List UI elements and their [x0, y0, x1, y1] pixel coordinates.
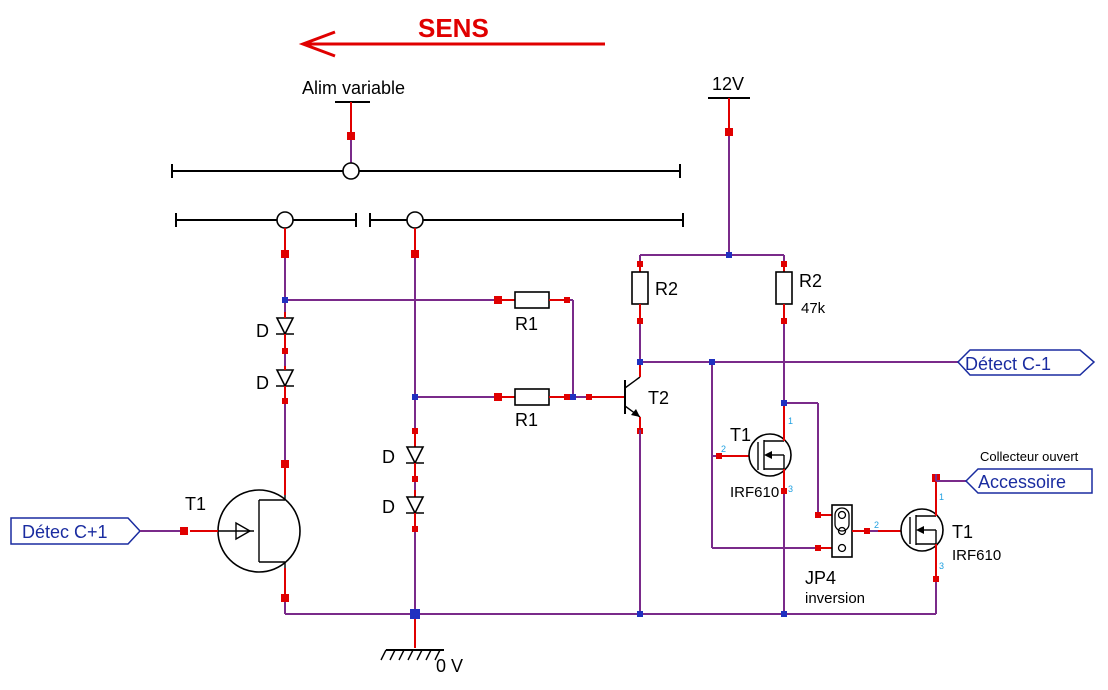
port-accessoire: Collecteur ouvert Accessoire — [936, 449, 1093, 494]
variable-supply: Alim variable — [302, 78, 405, 163]
switch-rails — [171, 162, 684, 229]
transistor-t1-main — [190, 489, 301, 573]
direction-arrow: SENS — [298, 13, 605, 58]
t1-right-pin1: 1 — [939, 492, 944, 502]
port-detect-minus-label: Détect C-1 — [965, 354, 1051, 374]
t1-mid-model: IRF610 — [730, 484, 779, 501]
transistor-t2 — [624, 362, 643, 434]
jumper-jp4 — [712, 402, 903, 558]
resistor-r2-right — [775, 255, 793, 403]
variable-supply-label: Alim variable — [302, 78, 405, 98]
diode-d2-label: D — [256, 373, 269, 393]
supply-12v: 12V — [708, 74, 750, 255]
r2-left-label: R2 — [655, 279, 678, 299]
diode-d3-label: D — [382, 447, 395, 467]
direction-label: SENS — [418, 13, 489, 43]
t1-mid-pin1: 1 — [788, 416, 793, 426]
resistor-r1-top — [494, 291, 574, 397]
port-detect-minus: Détect C-1 — [640, 349, 1096, 376]
t1-main-label: T1 — [185, 494, 206, 514]
jp4-label: JP4 — [805, 568, 836, 588]
t1-right-pin3: 3 — [939, 561, 944, 571]
resistor-r2-left — [631, 254, 784, 614]
t1-mid-pin2: 2 — [721, 444, 726, 454]
t1-right-pin2: 2 — [874, 520, 879, 530]
open-collector-note: Collecteur ouvert — [980, 449, 1079, 464]
t1-mid-label: T1 — [730, 425, 751, 445]
junction-nodes — [282, 252, 787, 619]
second-branch — [405, 228, 498, 614]
t1-mid-pin3: 3 — [788, 484, 793, 494]
ground-label: 0 V — [436, 656, 463, 676]
diode-d4-label: D — [382, 497, 395, 517]
ground-bus: 0 V — [285, 613, 936, 676]
t2-label: T2 — [648, 388, 669, 408]
r1-top-label: R1 — [515, 314, 538, 334]
left-branch — [275, 228, 498, 614]
r2-right-value: 47k — [801, 300, 826, 317]
transistor-t1-mid: 1 2 3 — [711, 362, 793, 614]
diode-d1-label: D — [256, 321, 269, 341]
t1-right-label: T1 — [952, 522, 973, 542]
t1-right-model: IRF610 — [952, 547, 1001, 564]
r1-bottom-label: R1 — [515, 410, 538, 430]
transistor-t1-right: 1 2 3 — [874, 474, 944, 614]
jp4-note: inversion — [805, 590, 865, 607]
resistor-r1-bottom — [494, 388, 625, 406]
r2-right-label: R2 — [799, 271, 822, 291]
supply-12v-label: 12V — [712, 74, 744, 94]
port-detec-plus: Détec C+1 — [10, 517, 188, 545]
port-accessoire-label: Accessoire — [978, 472, 1066, 492]
port-detec-plus-label: Détec C+1 — [22, 522, 108, 542]
